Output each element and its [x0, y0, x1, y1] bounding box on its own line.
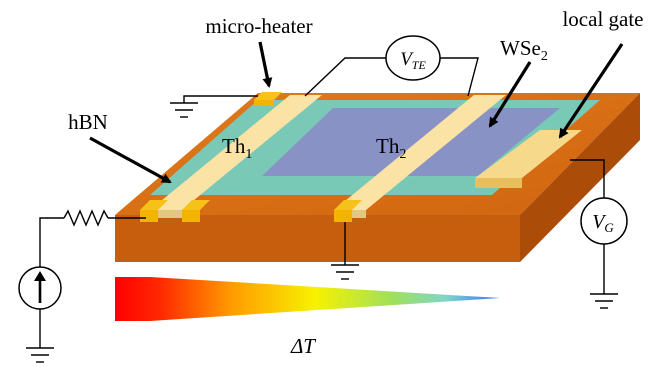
vg-subscript: G	[604, 220, 614, 235]
local-gate-arrow	[558, 43, 624, 139]
ground-icon	[590, 293, 618, 309]
micro-heater-arrow	[258, 41, 273, 88]
svg-text:VG: VG	[592, 211, 614, 235]
ground-icon	[26, 347, 54, 363]
svg-text:WSe2: WSe2	[500, 36, 548, 64]
th2-pad	[334, 200, 362, 222]
hbn-arrow	[89, 136, 172, 184]
substrate-side-face	[520, 93, 640, 262]
wse2-subscript: 2	[541, 49, 548, 64]
micro-heater-label: micro-heater	[205, 14, 312, 38]
vte-voltmeter: VTE	[385, 35, 441, 81]
th1-subscript: 1	[245, 147, 252, 162]
svg-text:Th1: Th1	[222, 134, 252, 162]
wse2-flake	[262, 108, 560, 176]
substrate-front-face	[115, 215, 520, 262]
vg-label: V	[592, 211, 607, 233]
th2-label: Th	[376, 134, 400, 158]
local-gate-electrode	[475, 130, 582, 188]
th2-subscript: 2	[399, 147, 406, 162]
svg-text:Th2: Th2	[376, 134, 406, 162]
local-gate-label: local gate	[562, 7, 643, 31]
svg-text:VTE: VTE	[400, 49, 426, 72]
voltmeter-icon	[385, 35, 441, 81]
resistor-icon	[63, 209, 109, 227]
th1-label: Th	[222, 134, 246, 158]
vte-label: V	[400, 49, 414, 70]
annotation-arrows	[89, 41, 624, 184]
temperature-gradient-wedge	[115, 277, 500, 321]
wiring	[39, 57, 605, 348]
wse2-arrow	[488, 61, 532, 128]
vg-voltmeter: VG	[580, 197, 628, 245]
hbn-label: hBN	[68, 110, 108, 134]
vte-subscript: TE	[412, 58, 427, 72]
voltmeter-icon	[580, 197, 628, 245]
ground-icon	[331, 264, 359, 280]
ground-icon	[170, 102, 198, 118]
current-source-icon	[18, 266, 62, 310]
wse2-label: WSe	[500, 36, 541, 60]
delta-t-label: ΔT	[290, 334, 316, 358]
micro-heater-pads	[140, 92, 282, 222]
